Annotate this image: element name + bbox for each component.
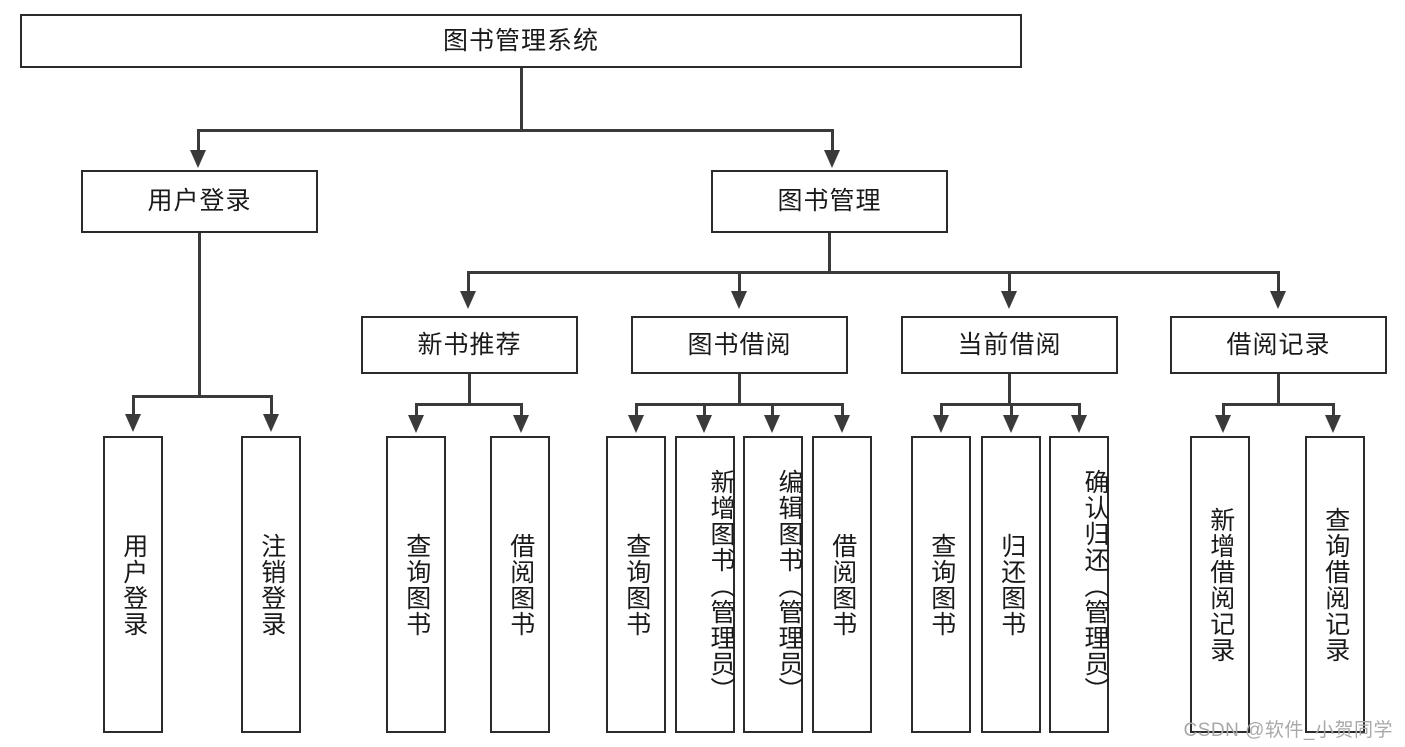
leaf-nbr-borrow-book[interactable]: 借阅图书 (490, 436, 550, 733)
connector-new-book-recommend-stem (468, 374, 471, 404)
node-label: 用户登录 (147, 187, 252, 215)
node-label: 用户登录 (119, 532, 148, 637)
connector-level2-bus (467, 271, 1279, 274)
connector-root-stem (520, 68, 523, 130)
connector-to-current-borrow (1008, 271, 1011, 293)
arrow-to-borrow-record (1270, 291, 1286, 309)
arrow-to-user-login (190, 150, 206, 168)
leaf-bb-query-book[interactable]: 查询图书 (606, 436, 666, 733)
node-label: 借阅图书 (506, 532, 535, 637)
connector-to-book-borrow (738, 271, 741, 293)
leaf-br-query-record[interactable]: 查询借阅记录 (1305, 436, 1365, 733)
connector-cb-leaf-2 (1010, 403, 1013, 417)
connector-user-login-to-leaf-1 (132, 395, 135, 416)
connector-borrow-record-stem (1277, 374, 1280, 404)
leaf-logout[interactable]: 注销登录 (241, 436, 301, 733)
connector-bb-leaf-1 (635, 403, 638, 417)
arrow-to-bb-edit-book (764, 415, 780, 433)
node-new-book-recommend[interactable]: 新书推荐 (361, 316, 578, 374)
node-label: 图书借阅 (687, 330, 792, 359)
connector-bb-leaf-2 (703, 403, 706, 417)
node-book-management[interactable]: 图书管理 (711, 170, 948, 233)
connector-cb-leaf-3 (1078, 403, 1081, 417)
connector-root-to-user-login (197, 129, 200, 153)
connector-user-login-stem (198, 233, 201, 396)
arrow-to-br-query-record (1325, 415, 1341, 433)
connector-to-borrow-record (1277, 271, 1280, 293)
connector-book-management-stem (828, 233, 831, 272)
arrow-to-leaf-user-login (125, 414, 141, 432)
connector-current-borrow-stem (1008, 374, 1011, 404)
connector-book-borrow-stem (738, 374, 741, 404)
leaf-user-login[interactable]: 用户登录 (103, 436, 163, 733)
connector-borrow-record-bus (1222, 403, 1334, 406)
arrow-to-current-borrow (1001, 291, 1017, 309)
node-label: 查询借阅记录 (1321, 506, 1350, 663)
arrow-to-leaf-logout (263, 414, 279, 432)
leaf-bb-borrow-book[interactable]: 借阅图书 (812, 436, 872, 733)
arrow-to-bb-query-book (628, 415, 644, 433)
leaf-br-add-record[interactable]: 新增借阅记录 (1190, 436, 1250, 733)
node-label: 图书管理系统 (442, 26, 599, 55)
connector-book-borrow-bus (635, 403, 843, 406)
connector-user-login-to-leaf-2 (270, 395, 273, 416)
arrow-to-bb-borrow-book (834, 415, 850, 433)
csdn-watermark: CSDN @软件_小贺同学 (1183, 720, 1393, 741)
node-label: 当前借阅 (957, 330, 1062, 359)
leaf-cb-query-book[interactable]: 查询图书 (911, 436, 971, 733)
node-label: 新增借阅记录 (1206, 506, 1235, 663)
arrow-to-book-management (824, 150, 840, 168)
connector-new-book-recommend-bus (415, 403, 522, 406)
node-label: 图书管理 (777, 187, 882, 215)
leaf-bb-edit-book[interactable]: 编辑图书（管理员） (743, 436, 803, 733)
arrow-to-new-book-recommend (460, 291, 476, 309)
arrow-to-nbr-borrow-book (513, 415, 529, 433)
node-label: 查询图书 (402, 532, 431, 637)
connector-nbr-leaf-1 (415, 403, 418, 417)
node-book-borrow[interactable]: 图书借阅 (631, 316, 848, 374)
arrow-to-nbr-query-book (408, 415, 424, 433)
node-label: 新增图书（管理员） (707, 468, 735, 703)
node-user-login[interactable]: 用户登录 (81, 170, 318, 233)
arrow-to-cb-query-book (933, 415, 949, 433)
connector-br-leaf-2 (1332, 403, 1335, 417)
arrow-to-cb-return-book (1003, 415, 1019, 433)
leaf-bb-add-book[interactable]: 新增图书（管理员） (675, 436, 735, 733)
node-borrow-record[interactable]: 借阅记录 (1170, 316, 1387, 374)
node-current-borrow[interactable]: 当前借阅 (901, 316, 1118, 374)
leaf-cb-confirm-return[interactable]: 确认归还（管理员） (1049, 436, 1109, 733)
connector-to-new-book-recommend (467, 271, 470, 293)
connector-br-leaf-1 (1222, 403, 1225, 417)
node-label: 确认归还（管理员） (1081, 468, 1109, 703)
node-label: 编辑图书（管理员） (775, 468, 803, 703)
node-label: 注销登录 (257, 532, 286, 637)
leaf-cb-return-book[interactable]: 归还图书 (981, 436, 1041, 733)
node-root-book-management-system[interactable]: 图书管理系统 (20, 14, 1022, 68)
connector-nbr-leaf-2 (520, 403, 523, 417)
arrow-to-book-borrow (731, 291, 747, 309)
leaf-nbr-query-book[interactable]: 查询图书 (386, 436, 446, 733)
arrow-to-cb-confirm-return (1071, 415, 1087, 433)
connector-bb-leaf-3 (771, 403, 774, 417)
connector-root-bus (197, 129, 833, 132)
arrow-to-br-add-record (1215, 415, 1231, 433)
node-label: 借阅图书 (828, 532, 857, 637)
connector-cb-leaf-1 (940, 403, 943, 417)
node-label: 查询图书 (622, 532, 651, 637)
connector-root-to-book-management (831, 129, 834, 153)
node-label: 归还图书 (997, 532, 1026, 637)
arrow-to-bb-add-book (696, 415, 712, 433)
node-label: 查询图书 (927, 532, 956, 637)
connector-bb-leaf-4 (841, 403, 844, 417)
node-label: 借阅记录 (1226, 330, 1331, 359)
node-label: 新书推荐 (417, 330, 522, 359)
connector-user-login-bus (132, 395, 272, 398)
